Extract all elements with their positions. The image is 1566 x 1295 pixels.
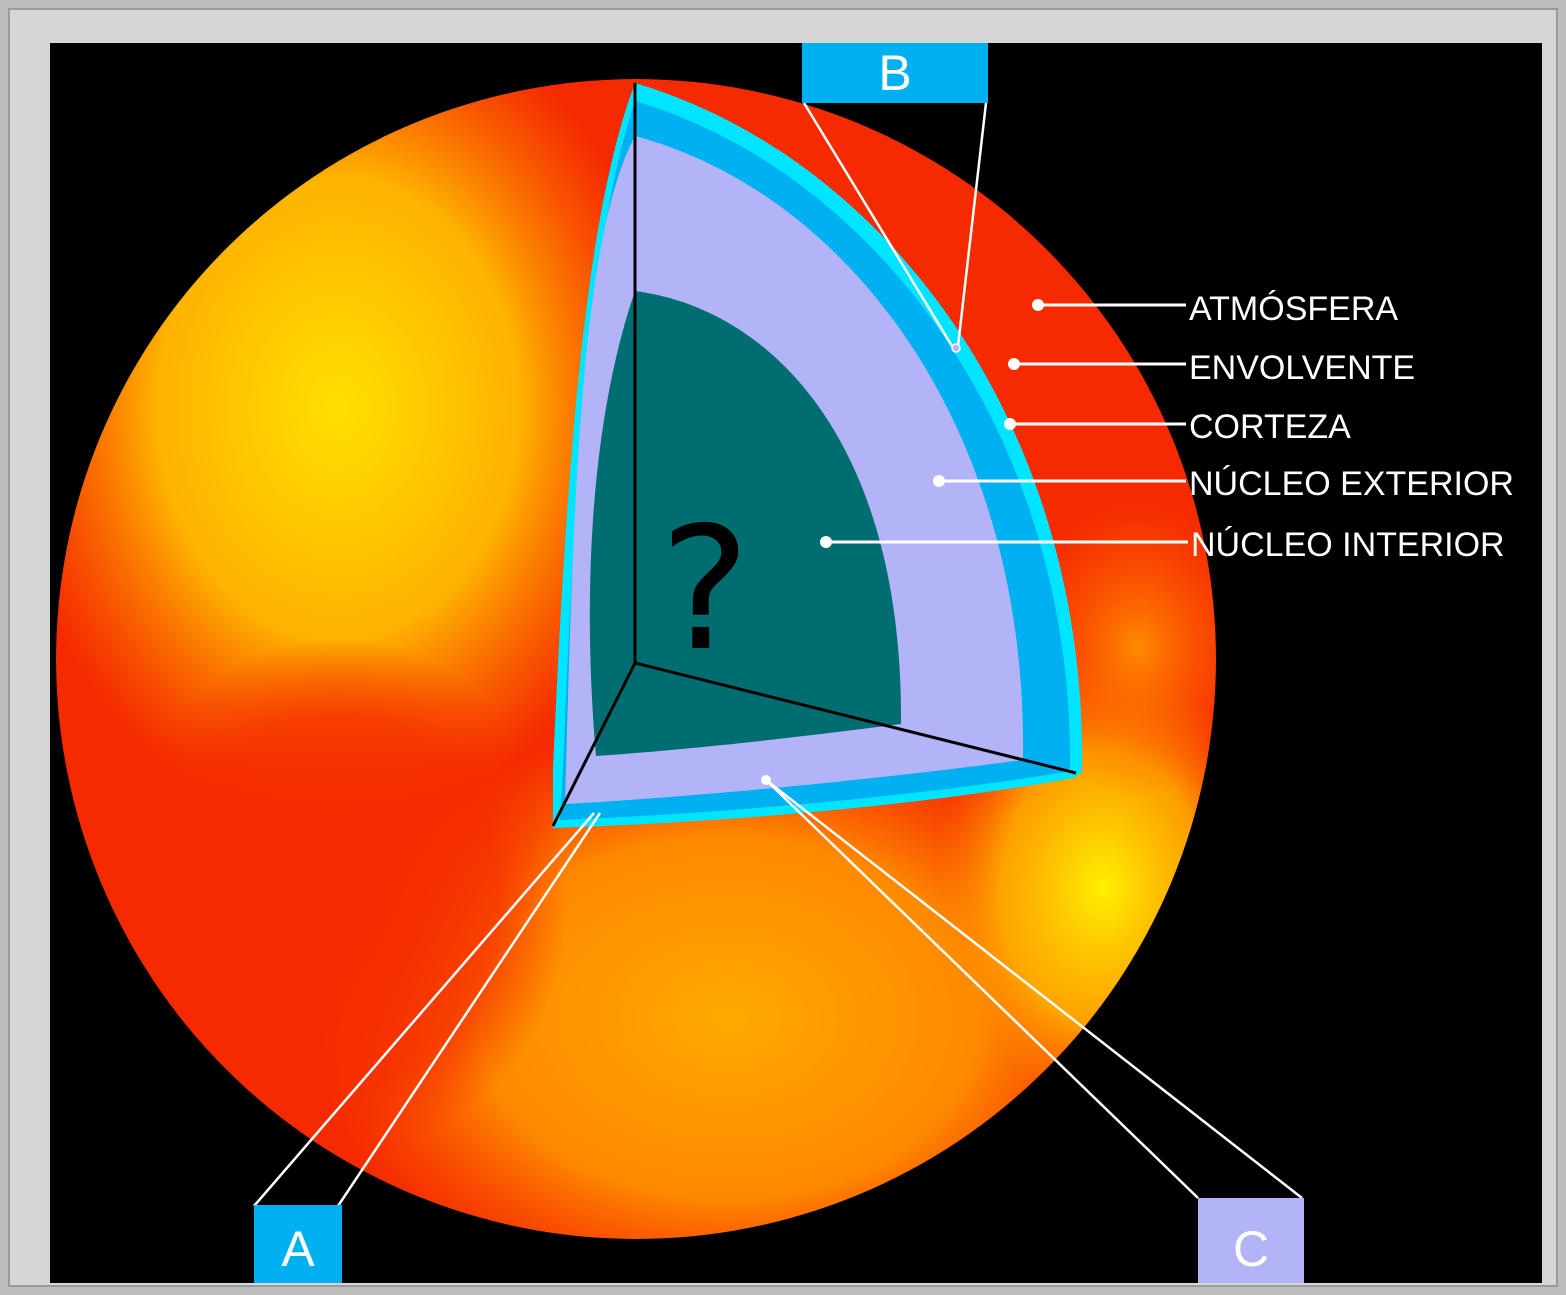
label-atmosphere: ATMÓSFERA [1189, 290, 1398, 328]
label-inner-core: NÚCLEO INTERIOR [1191, 526, 1505, 564]
label-crust: CORTEZA [1189, 408, 1351, 446]
label-outer-core: NÚCLEO EXTERIOR [1189, 465, 1514, 503]
box-b [802, 43, 988, 103]
label-leaders [820, 299, 1188, 548]
layer-labels: ATMÓSFERA ENVOLVENTE CORTEZA NÚCLEO EXTE… [1189, 290, 1514, 564]
callout-a: A [253, 812, 602, 1283]
box-a [254, 1205, 342, 1283]
label-envelope: ENVOLVENTE [1189, 349, 1415, 387]
diagram-panel: ? ATMÓSFERA ENVOLVENTE CORTEZA NÚC [50, 43, 1542, 1283]
box-b-label: B [878, 45, 911, 101]
callout-b: B [802, 43, 988, 353]
window-frame: ? ATMÓSFERA ENVOLVENTE CORTEZA NÚC [8, 8, 1558, 1287]
cutaway-wedge: ? [551, 83, 1083, 828]
callout-c: C [761, 775, 1304, 1283]
box-c-label: C [1233, 1221, 1269, 1277]
unknown-core-symbol: ? [660, 491, 750, 689]
box-c [1198, 1198, 1304, 1283]
box-a-label: A [281, 1221, 315, 1277]
planet-structure-diagram: ? ATMÓSFERA ENVOLVENTE CORTEZA NÚC [56, 43, 1514, 1283]
inner-core-layer [589, 291, 902, 756]
